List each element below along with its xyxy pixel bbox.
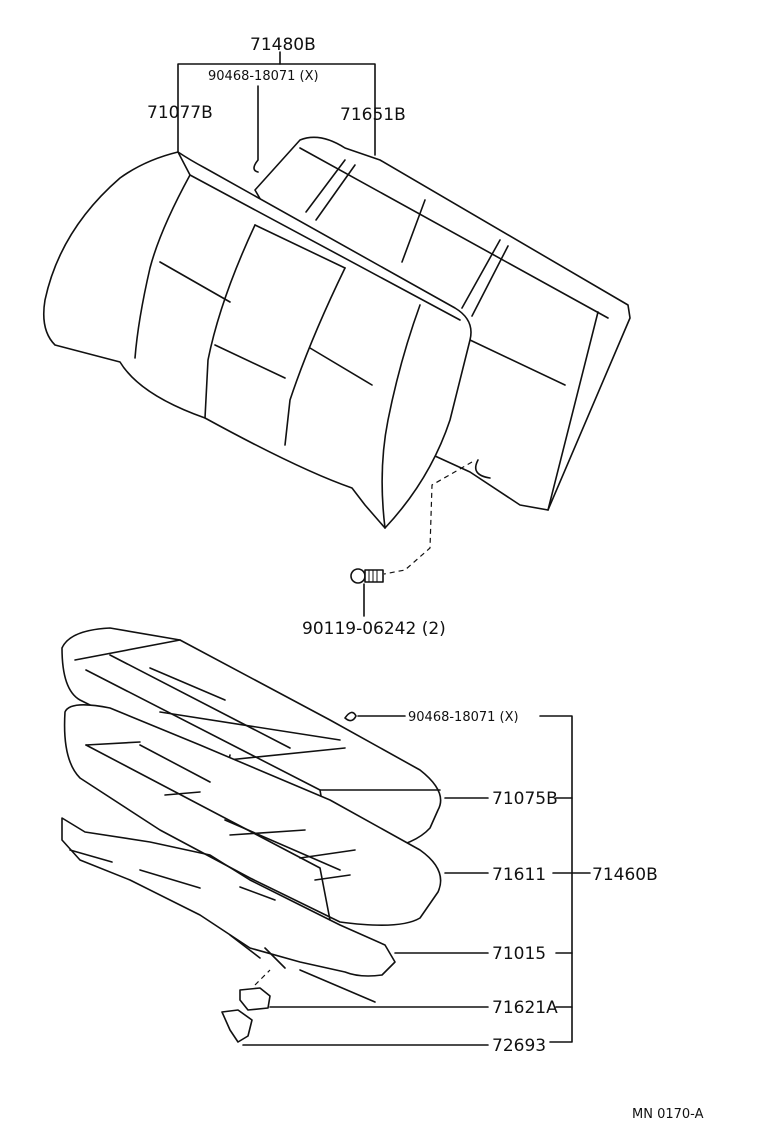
seat-back-front-cover <box>42 151 472 529</box>
diagram-code: MN 0170-A <box>632 1107 704 1122</box>
label-bolt: 90119-06242 (2) <box>302 619 446 639</box>
label-72693: 72693 <box>492 1036 546 1056</box>
clip-72693-part <box>221 1009 253 1043</box>
label-71480B: 71480B <box>250 35 316 55</box>
cushion-label-group: 71075B 71611 71460B 71015 71621A 72693 <box>242 715 658 1056</box>
label-71077B: 71077B <box>147 103 213 123</box>
label-back-clip: 90468-18071 (X) <box>208 69 319 84</box>
label-71460B: 71460B <box>592 865 658 885</box>
cushion-clip: 90468-18071 (X) <box>344 710 519 725</box>
seat-cushion-pad <box>63 704 442 926</box>
lock-striker-part <box>239 969 271 1011</box>
label-71621A: 71621A <box>492 998 558 1018</box>
bolt-part: 90119-06242 (2) <box>302 461 473 639</box>
back-label-group: 71480B 90468-18071 (X) 71077B 71651B <box>147 35 406 173</box>
label-71651B: 71651B <box>340 105 406 125</box>
seat-cushion-cover <box>61 627 442 853</box>
seat-cushion-frame <box>61 817 396 1003</box>
label-71611: 71611 <box>492 865 546 885</box>
label-cushion-clip: 90468-18071 (X) <box>408 710 519 725</box>
label-71015: 71015 <box>492 944 546 964</box>
label-71075B: 71075B <box>492 789 558 809</box>
